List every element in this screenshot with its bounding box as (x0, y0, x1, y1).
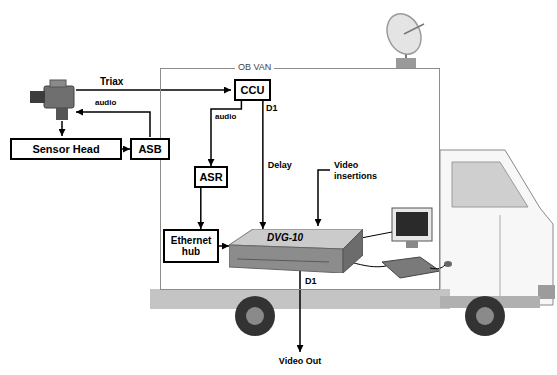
signal-connector (211, 101, 241, 166)
bumper (538, 285, 555, 299)
satellite-dish (381, 8, 428, 60)
monitor (392, 208, 432, 241)
audio-wire (76, 112, 150, 137)
box-label: DVG-10 (267, 232, 303, 244)
monitor-stand (406, 241, 418, 248)
signal-label: Video Out (279, 356, 321, 367)
camera-body (44, 86, 74, 108)
monitor-cable (361, 232, 392, 238)
signal-connector (122, 148, 130, 150)
box-label: Sensor Head (32, 143, 99, 155)
box-label: ASB (138, 143, 161, 155)
signal-label: D1 (305, 276, 317, 287)
camera-lens (30, 91, 45, 103)
device-front (229, 245, 343, 273)
process-box: ASR (194, 166, 228, 188)
signal-label: Video insertions (334, 160, 386, 182)
wheel (235, 296, 275, 336)
mouse-cable (430, 265, 445, 269)
mouse (444, 261, 452, 267)
video-insertion-wire (318, 170, 330, 226)
connector-label: audio (215, 112, 236, 122)
cab-door-line (500, 215, 501, 298)
box-label: OB VAN (235, 62, 274, 74)
dish-feed (404, 24, 424, 34)
box-label: CCU (241, 84, 265, 96)
keyboard (382, 257, 440, 278)
triax-wire (76, 89, 231, 91)
signal-label: D1 (266, 103, 278, 114)
video-out-wire (299, 270, 301, 352)
device-side (343, 229, 363, 273)
device-box: DVG-10 (229, 229, 363, 273)
camera-sensor-wire (61, 121, 63, 136)
wheel (465, 296, 505, 336)
monitor-screen (396, 212, 428, 236)
van-outline: CCUASREthernet hubDVG-10OB VAN (160, 68, 440, 290)
camera-mount (56, 108, 68, 120)
wheel-hub (476, 307, 494, 325)
connector-label: Delay (268, 160, 292, 171)
process-box: Sensor Head (10, 138, 122, 160)
signal-connector (219, 245, 229, 247)
signal-connector (200, 188, 202, 229)
signal-connector (262, 101, 264, 229)
signal-label: audio (95, 98, 116, 108)
van-cab (440, 150, 553, 305)
signal-label: Triax (100, 76, 123, 88)
van-body (160, 68, 440, 290)
box-label: Ethernet hub (167, 235, 215, 257)
process-box: CCU (234, 79, 271, 101)
wheel-hub (246, 307, 264, 325)
keyboard-cable (350, 262, 386, 267)
process-box: Ethernet hub (163, 229, 219, 263)
cab-window (452, 162, 528, 207)
box-label: ASR (199, 171, 222, 183)
camera-viewfinder (50, 80, 66, 87)
device-stripe (237, 259, 329, 262)
process-box: ASB (130, 138, 170, 160)
dish-base (396, 58, 416, 68)
